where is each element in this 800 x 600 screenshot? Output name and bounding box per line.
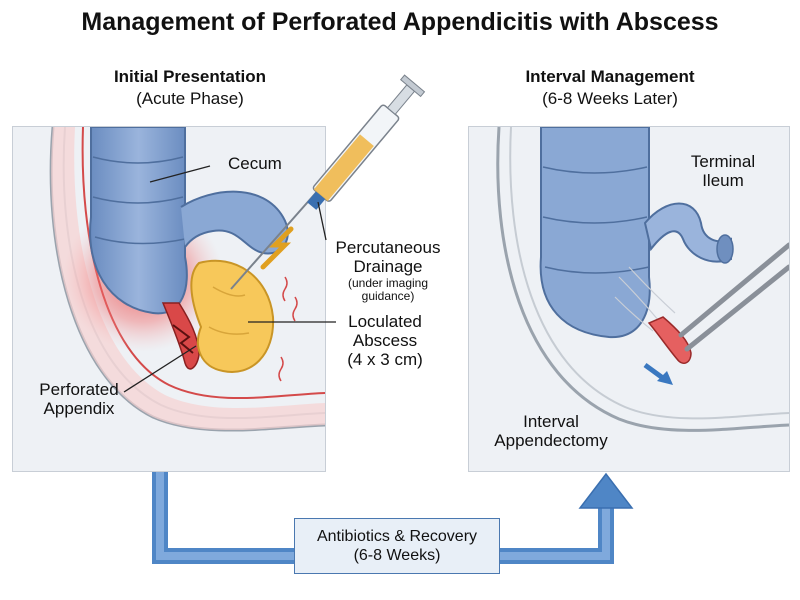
abscess-label-line2: Abscess	[352, 331, 418, 350]
haustra-lines-right	[542, 166, 650, 274]
drainage-direction-arrow	[260, 226, 294, 270]
interval-phase-panel	[468, 126, 790, 472]
appendix-label-line2: Appendix	[43, 399, 115, 418]
abdominal-wall-outer-right	[496, 127, 789, 432]
appendectomy-label: Interval Appendectomy	[486, 412, 616, 450]
appendix-label-line1: Perforated	[39, 380, 119, 399]
drainage-label-line1: Percutaneous	[335, 238, 441, 257]
removal-arrow-head	[657, 371, 673, 385]
recovery-box: Antibiotics & Recovery (6-8 Weeks)	[294, 518, 500, 574]
left-heading-subtitle: (Acute Phase)	[136, 89, 244, 108]
ileum-opening	[716, 234, 734, 264]
adhesion-wisps	[614, 266, 676, 332]
forceps-lower	[684, 264, 789, 352]
drainage-label-line2: Drainage	[353, 257, 423, 276]
abscess-label: Loculated Abscess (4 x 3 cm)	[330, 312, 440, 369]
flow-arrow-head	[578, 472, 634, 509]
appendix-label: Perforated Appendix	[24, 380, 134, 418]
right-heading-title: Interval Management	[525, 67, 695, 86]
acute-phase-panel	[12, 126, 326, 472]
drainage-note-line2: guidance)	[361, 289, 415, 303]
inflamed-peritoneum	[51, 127, 325, 431]
drainage-note-line1: (under imaging	[347, 276, 429, 290]
recovery-box-line2: (6-8 Weeks)	[353, 547, 441, 564]
appendectomy-label-line1: Interval	[523, 412, 579, 431]
abscess-shape	[190, 259, 275, 373]
abscess-loculations	[208, 286, 250, 335]
appendix-shape-right	[647, 316, 692, 364]
diagram-title: Management of Perforated Appendicitis wi…	[81, 8, 719, 36]
drainage-note: (under imaging guidance)	[318, 277, 458, 303]
abscess-label-line3: (4 x 3 cm)	[347, 350, 423, 369]
cecum-label: Cecum	[228, 154, 282, 173]
left-heading-title: Initial Presentation	[113, 67, 267, 86]
abscess-label-line1: Loculated	[348, 312, 422, 331]
ileum-label: Terminal Ileum	[668, 152, 778, 190]
forceps-upper	[678, 242, 789, 338]
ileum-label-line2: Ileum	[702, 171, 744, 190]
acute-phase-illustration	[49, 127, 325, 432]
drainage-label: Percutaneous Drainage	[318, 238, 458, 276]
recovery-box-line1: Antibiotics & Recovery	[316, 528, 478, 545]
ileum-label-line1: Terminal	[690, 152, 756, 171]
right-panel-heading: Interval Management (6-8 Weeks Later)	[460, 66, 760, 110]
haustra-lines	[92, 156, 186, 245]
appendectomy-label-line2: Appendectomy	[494, 431, 608, 450]
ileum-shape	[180, 190, 289, 255]
inflammation-waves	[278, 276, 298, 382]
left-panel-heading: Initial Presentation (Acute Phase)	[40, 66, 340, 110]
interval-phase-illustration	[496, 127, 789, 432]
colon-shape-right	[539, 127, 651, 339]
abdominal-wall-inner-right	[509, 127, 789, 420]
drainage-needle	[230, 186, 322, 290]
right-heading-subtitle: (6-8 Weeks Later)	[542, 89, 678, 108]
